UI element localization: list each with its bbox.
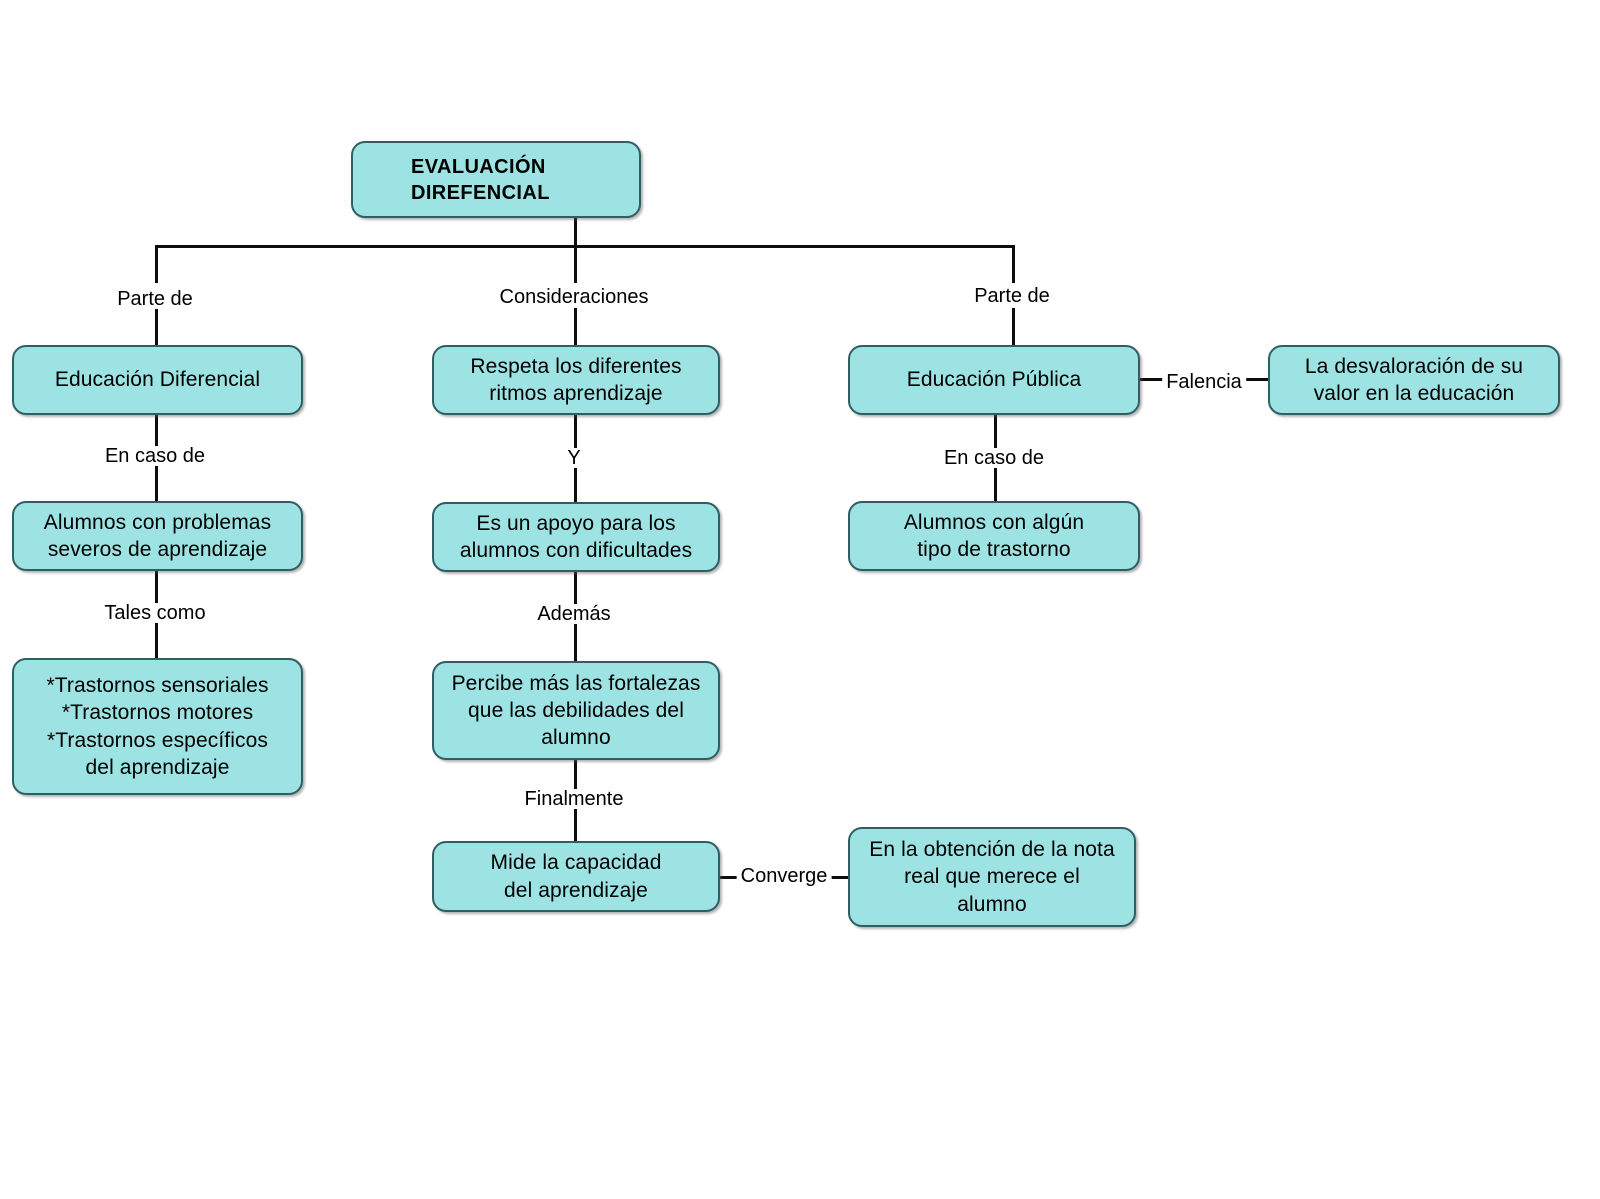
edge-label-falencia: Falencia bbox=[1162, 372, 1246, 392]
node-obtencion-nota-real[interactable]: En la obtención de la nota real que mere… bbox=[848, 827, 1136, 927]
connector-middle-to-respeta bbox=[574, 308, 577, 346]
connector-branch-right-top bbox=[1012, 245, 1015, 283]
edge-label-converge: Converge bbox=[736, 866, 832, 886]
edge-label-consideraciones: Consideraciones bbox=[495, 287, 653, 307]
node-mide-capacidad[interactable]: Mide la capacidad del aprendizaje bbox=[432, 841, 720, 912]
connector-left-to-educacion-diferencial bbox=[155, 308, 158, 346]
edge-label-parte-de-right: Parte de bbox=[970, 286, 1054, 306]
edge-label-ademas: Además bbox=[533, 604, 615, 624]
edge-label-finalmente: Finalmente bbox=[520, 789, 628, 809]
node-alumnos-algun-trastorno[interactable]: Alumnos con algún tipo de trastorno bbox=[848, 501, 1140, 571]
connector-root-stem bbox=[574, 218, 577, 247]
node-apoyo-alumnos-dificultades[interactable]: Es un apoyo para los alumnos con dificul… bbox=[432, 502, 720, 572]
edge-label-tales-como: Tales como bbox=[100, 603, 210, 623]
connector-branch-middle-top bbox=[574, 245, 577, 283]
edge-label-en-caso-de-right: En caso de bbox=[939, 448, 1049, 468]
edge-label-parte-de-left: Parte de bbox=[113, 289, 197, 309]
connector-branch-left-top bbox=[155, 245, 158, 283]
edge-label-en-caso-de-left: En caso de bbox=[100, 446, 210, 466]
connector-right-to-educacion-publica bbox=[1012, 308, 1015, 346]
node-root-evaluacion-diferencial[interactable]: EVALUACIÓN DIREFENCIAL bbox=[351, 141, 641, 218]
connector-distribution-bar bbox=[155, 245, 1015, 248]
node-trastornos-list[interactable]: *Trastornos sensoriales *Trastornos moto… bbox=[12, 658, 303, 795]
node-desvaloracion-valor[interactable]: La desvaloración de su valor en la educa… bbox=[1268, 345, 1560, 415]
node-respeta-ritmos[interactable]: Respeta los diferentes ritmos aprendizaj… bbox=[432, 345, 720, 415]
node-alumnos-problemas-severos[interactable]: Alumnos con problemas severos de aprendi… bbox=[12, 501, 303, 571]
node-educacion-publica[interactable]: Educación Pública bbox=[848, 345, 1140, 415]
node-percibe-fortalezas[interactable]: Percibe más las fortalezas que las debil… bbox=[432, 661, 720, 760]
edge-label-y: Y bbox=[563, 448, 585, 468]
node-educacion-diferencial[interactable]: Educación Diferencial bbox=[12, 345, 303, 415]
